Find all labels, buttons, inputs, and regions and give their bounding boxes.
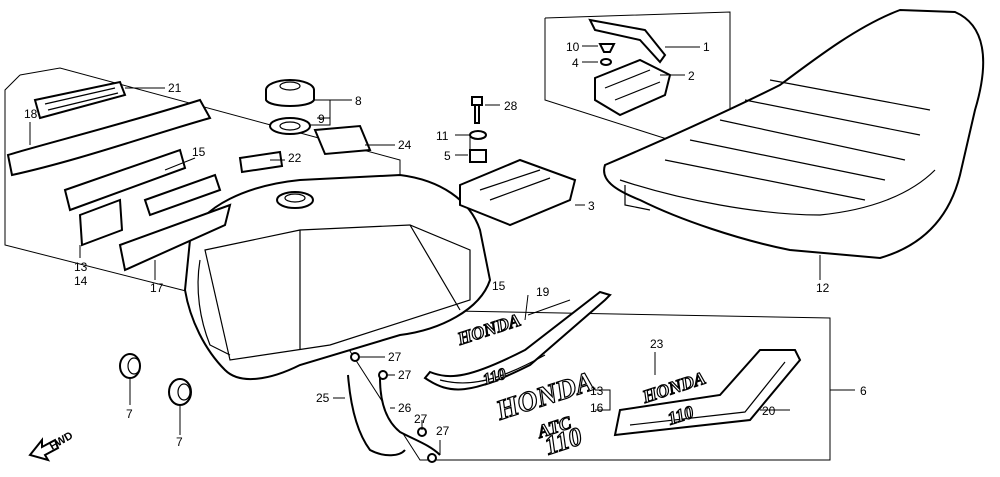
callout-17: 17 [150,281,164,295]
callout-15a: 15 [192,145,206,159]
callout-15b: 15 [492,279,506,293]
knee-pad-13 [63,148,187,247]
callout-5: 5 [444,149,451,163]
callout-24: 24 [398,138,412,152]
cap-plate-24 [313,124,372,156]
callout-27b: 27 [398,368,412,382]
fuel-cap [265,79,315,107]
callout-28: 28 [504,99,518,113]
fwd-label: FWD [48,430,76,453]
leader-lines [29,45,855,455]
callout-6: 6 [860,384,867,398]
fwd-arrow-icon [28,437,60,462]
callout-7a: 7 [126,407,133,421]
rubber-cushion-7b [168,378,192,406]
strap-1 [588,18,667,64]
callout-3: 3 [588,199,595,213]
callout-2: 2 [688,69,695,83]
rubber-cushion-7a [119,353,141,379]
callout-20: 20 [762,404,776,418]
callout-7b: 7 [176,435,183,449]
emblem-honda-15: HONDA [454,310,523,349]
callout-19: 19 [536,285,550,299]
callout-25: 25 [316,391,330,405]
bolt-28 [471,96,483,124]
callout-13b: 13 [590,384,604,398]
callout-4: 4 [572,56,579,70]
hose-25 [347,374,406,457]
callout-27c: 27 [414,412,428,426]
callout-12: 12 [816,281,830,295]
callout-11: 11 [436,129,449,143]
clip-27 [350,352,437,463]
seat-bracket-2 [594,58,672,117]
cap-gasket [269,117,311,135]
knee-pad-17 [118,203,232,272]
callout-22: 22 [288,151,302,165]
callout-10: 10 [566,40,580,54]
callout-21: 21 [168,81,182,95]
callout-9: 9 [318,112,325,126]
callout-23: 23 [650,337,664,351]
side-cover-20 [613,349,802,437]
label-22 [238,150,284,174]
fuel-tank [183,173,492,381]
mount-bracket-3 [459,158,577,227]
washer-11 [469,130,487,140]
callout-1: 1 [703,40,710,54]
decal-21 [33,80,127,120]
callout-13a: 13 [74,260,88,274]
callout-27d: 27 [436,424,450,438]
nut-5 [469,149,487,163]
callout-26: 26 [398,401,412,415]
knee-pad-15 [143,173,222,217]
emblem-model-19: 110 [481,365,508,388]
seat-12 [603,8,985,260]
callout-18: 18 [24,107,38,121]
callout-16: 16 [590,401,604,415]
callout-27a: 27 [388,350,402,364]
bolt-10 [598,43,616,53]
side-cover-19 [423,290,612,391]
decal-strip-18 [6,98,212,177]
washer-4 [600,58,612,66]
callout-8: 8 [355,94,362,108]
callout-14: 14 [74,274,88,288]
